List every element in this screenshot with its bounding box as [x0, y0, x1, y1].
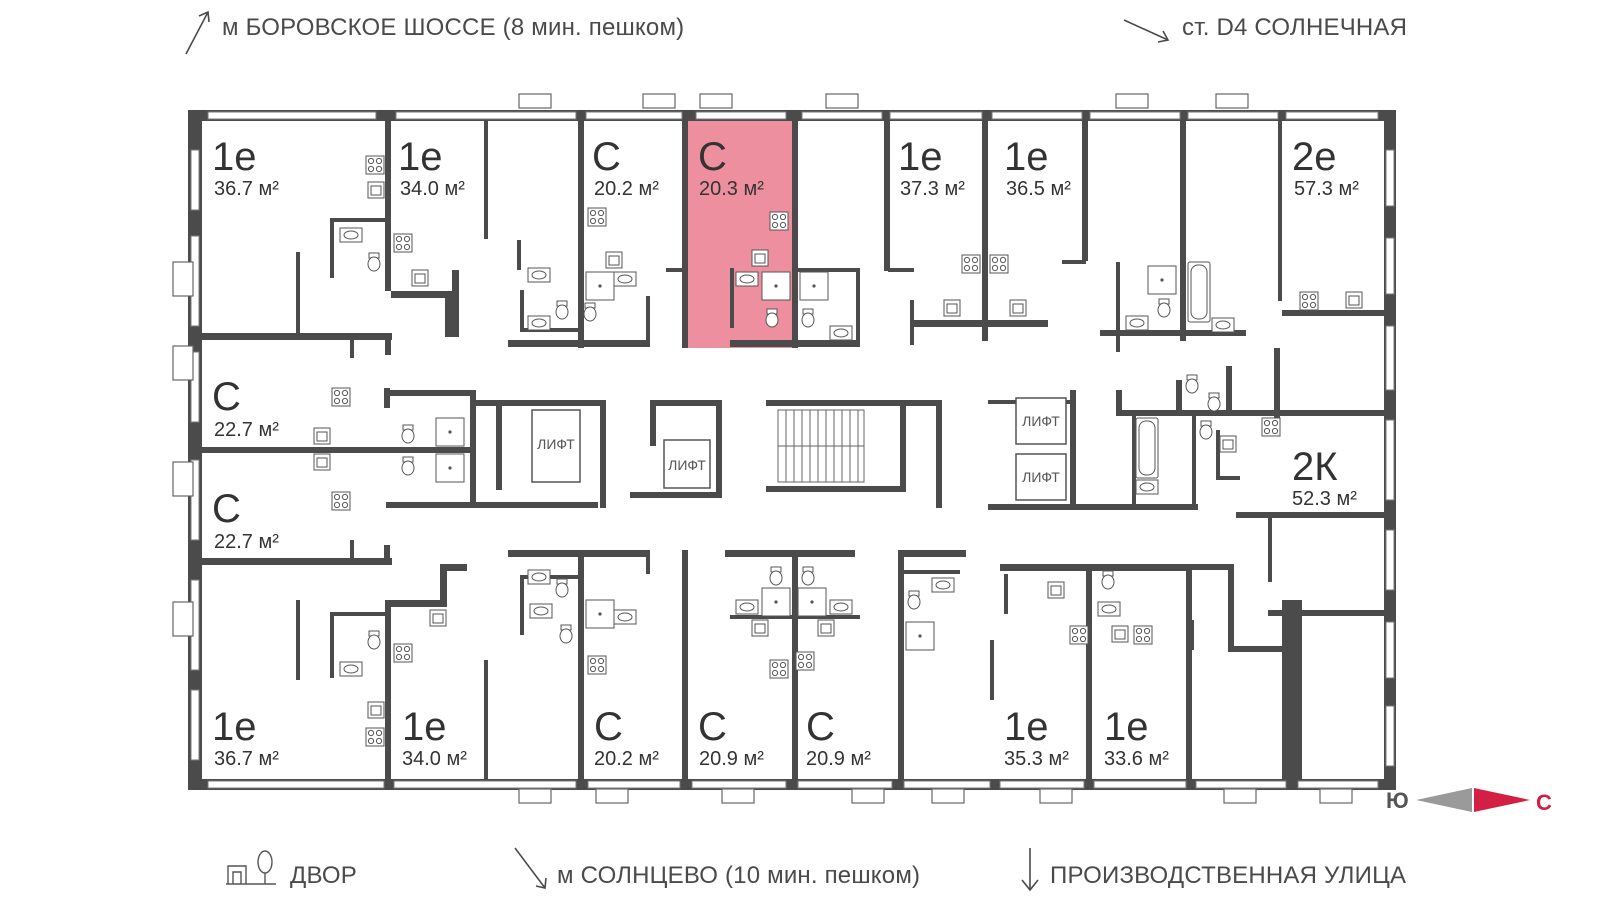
svg-text:20.2 м²: 20.2 м² — [594, 178, 659, 200]
svg-text:Ю: Ю — [1386, 788, 1409, 813]
svg-text:36.5 м²: 36.5 м² — [1006, 178, 1071, 200]
svg-text:ЛИФТ: ЛИФТ — [668, 457, 706, 473]
svg-text:36.7 м²: 36.7 м² — [214, 178, 279, 200]
svg-text:2е: 2е — [1292, 135, 1337, 179]
apartment-13[interactable]: С20.2 м² — [594, 705, 659, 770]
svg-text:22.7 м²: 22.7 м² — [214, 419, 279, 441]
arrow-ne-icon — [185, 10, 210, 55]
direction-solntsevo-label: м СОЛНЦЕВО (10 мин. пешком) — [557, 862, 921, 889]
lift-1: ЛИФТ — [531, 409, 581, 483]
svg-text:С: С — [698, 705, 727, 749]
lift-4: ЛИФТ — [1015, 453, 1067, 501]
svg-text:34.0 м²: 34.0 м² — [400, 178, 465, 200]
svg-text:2К: 2К — [1292, 445, 1338, 489]
svg-text:20.2 м²: 20.2 м² — [594, 748, 659, 770]
compass-south-arrow-icon — [1416, 788, 1472, 812]
apartment-9[interactable]: С22.7 м² — [212, 487, 279, 553]
svg-text:ЛИФТ: ЛИФТ — [537, 436, 575, 452]
svg-text:С: С — [806, 705, 835, 749]
lift-3: ЛИФТ — [1015, 397, 1067, 445]
svg-text:37.3 м²: 37.3 м² — [900, 178, 965, 200]
svg-text:1е: 1е — [398, 135, 443, 179]
direction-yard-label: ДВОР — [290, 862, 357, 889]
arrow-down-icon — [1021, 848, 1039, 892]
arrow-se-icon — [1123, 19, 1170, 43]
svg-text:20.9 м²: 20.9 м² — [699, 748, 764, 770]
svg-text:1е: 1е — [1004, 705, 1049, 749]
svg-text:52.3 м²: 52.3 м² — [1292, 488, 1357, 510]
svg-text:57.3 м²: 57.3 м² — [1294, 178, 1359, 200]
svg-text:22.7 м²: 22.7 м² — [214, 531, 279, 553]
direction-solnechnaya-label: ст. D4 СОЛНЕЧНАЯ — [1182, 14, 1408, 41]
svg-text:С: С — [212, 487, 241, 531]
svg-text:34.0 м²: 34.0 м² — [402, 748, 467, 770]
staircase — [777, 409, 865, 483]
compass-north-arrow-icon — [1474, 788, 1530, 812]
direction-street-label: ПРОИЗВОДСТВЕННАЯ УЛИЦА — [1050, 862, 1407, 889]
svg-text:1е: 1е — [212, 135, 257, 179]
svg-text:С: С — [594, 705, 623, 749]
svg-text:36.7 м²: 36.7 м² — [214, 748, 279, 770]
svg-text:ЛИФТ: ЛИФТ — [1022, 413, 1060, 429]
svg-text:1е: 1е — [402, 705, 447, 749]
direction-borovskoe-label: м БОРОВСКОЕ ШОССЕ (8 мин. пешком) — [222, 14, 685, 41]
lift-2: ЛИФТ — [663, 439, 711, 489]
svg-text:ЛИФТ: ЛИФТ — [1022, 469, 1060, 485]
apartment-3[interactable]: С20.2 м² — [592, 135, 659, 200]
apartment-8[interactable]: С22.7 м² — [212, 375, 279, 441]
compass: Ю С — [1386, 788, 1552, 815]
svg-text:1е: 1е — [212, 705, 257, 749]
svg-text:1е: 1е — [1104, 705, 1149, 749]
interior-walls — [202, 121, 1384, 779]
arrow-down-right-icon — [514, 847, 547, 889]
svg-text:1е: 1е — [898, 135, 943, 179]
apartment-4-selected[interactable]: С20.3 м² — [698, 135, 764, 200]
svg-text:20.9 м²: 20.9 м² — [806, 748, 871, 770]
yard-icon — [226, 850, 276, 885]
svg-text:1е: 1е — [1004, 135, 1049, 179]
svg-text:33.6 м²: 33.6 м² — [1104, 748, 1169, 770]
svg-text:С: С — [592, 135, 621, 179]
apartment-15[interactable]: С20.9 м² — [806, 705, 871, 770]
svg-text:35.3 м²: 35.3 м² — [1004, 748, 1069, 770]
apartment-14[interactable]: С20.9 м² — [698, 705, 764, 770]
svg-text:С: С — [212, 375, 241, 419]
svg-text:С: С — [1536, 790, 1552, 815]
svg-text:С: С — [698, 135, 727, 179]
svg-text:20.3 м²: 20.3 м² — [699, 178, 764, 200]
